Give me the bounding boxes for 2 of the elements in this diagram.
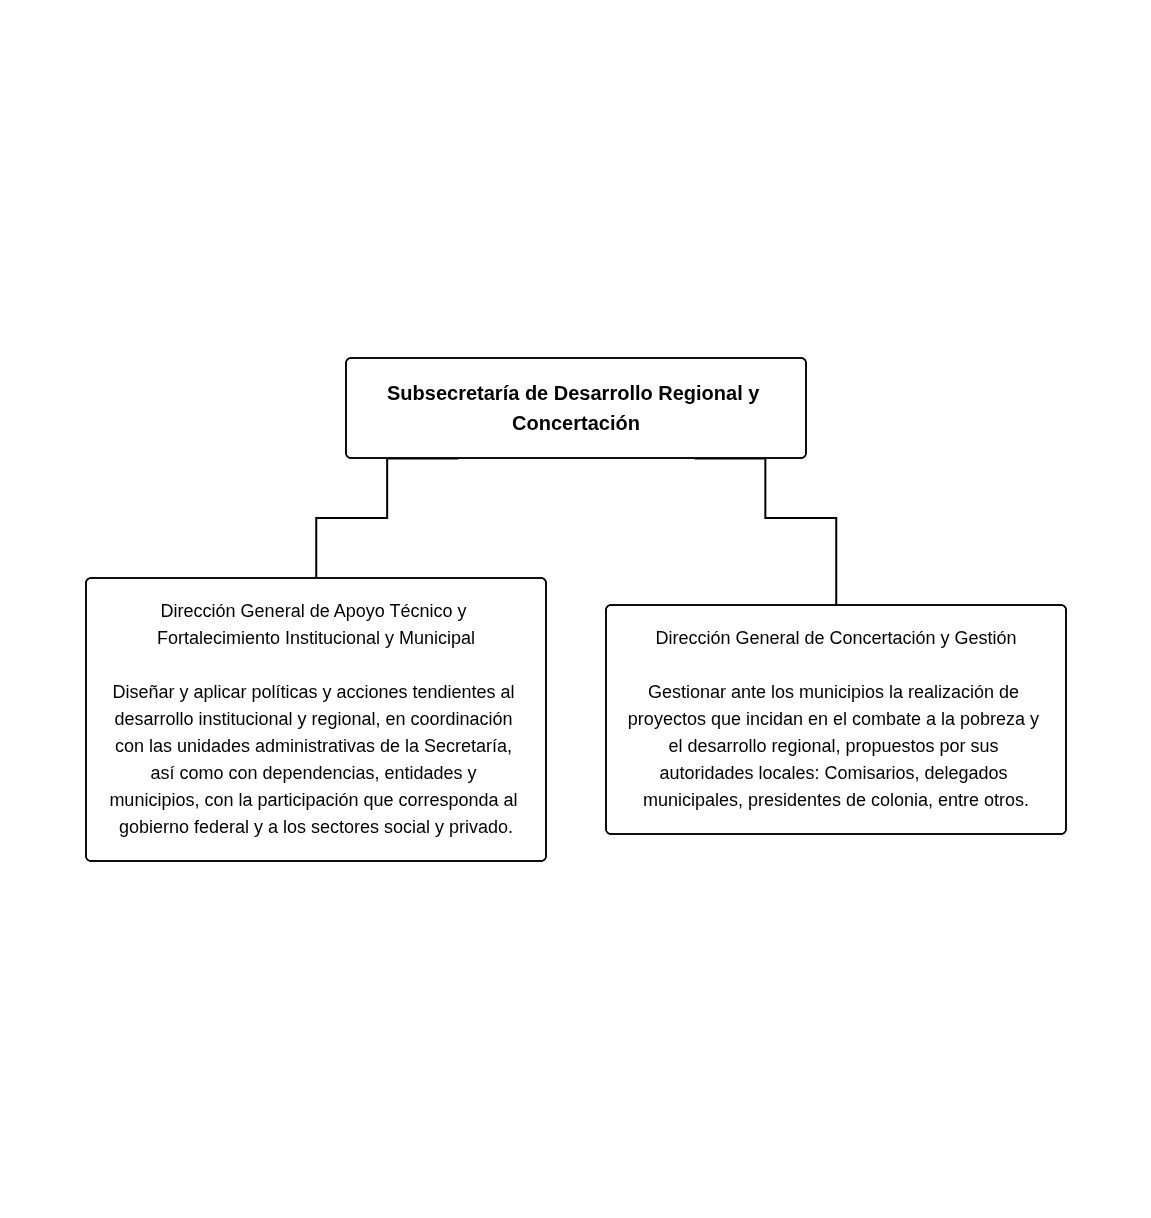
connector [693, 457, 837, 606]
connector [314, 457, 459, 579]
